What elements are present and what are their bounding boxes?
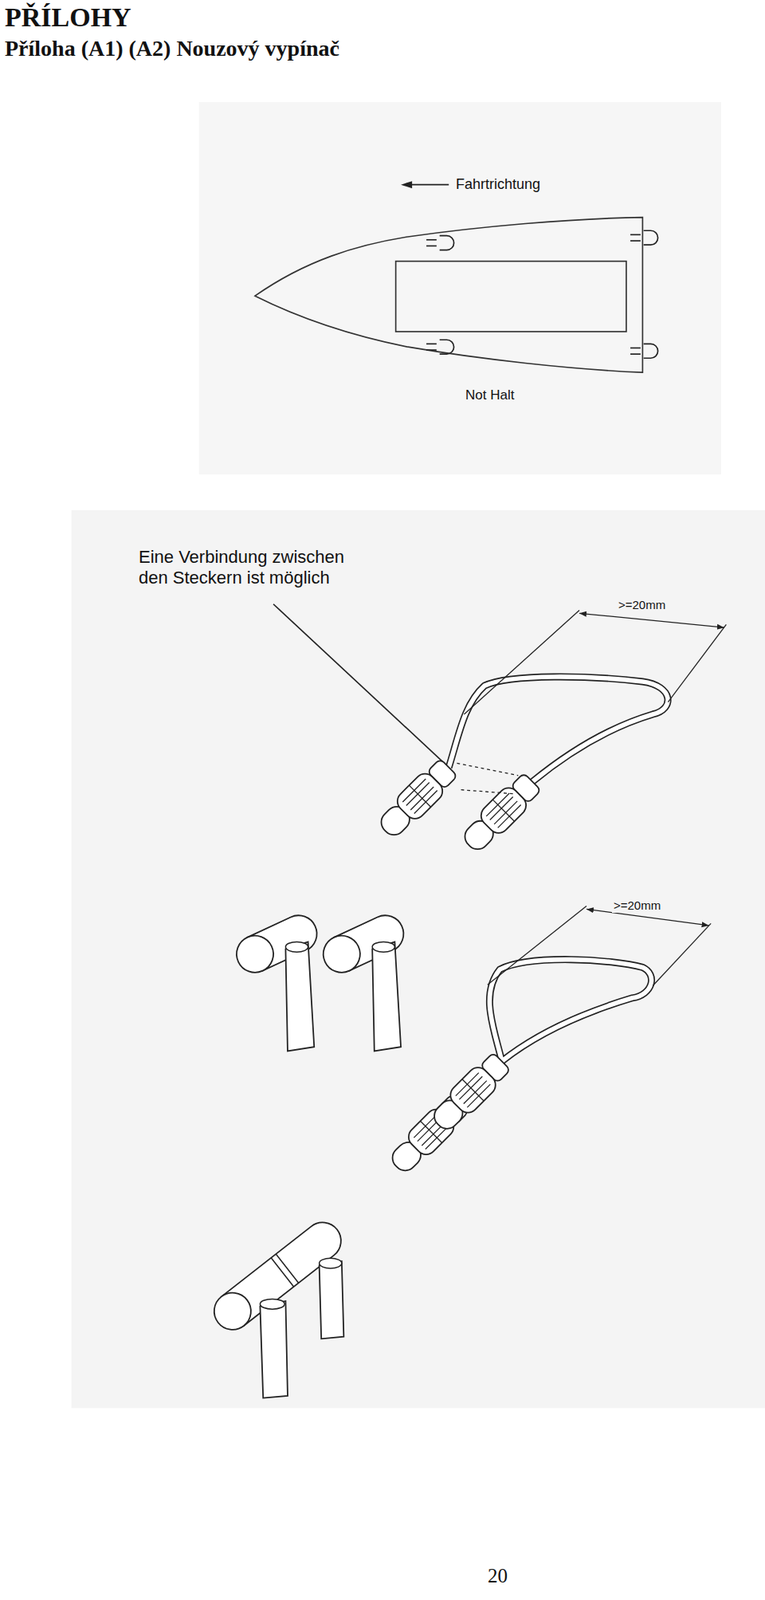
dimension-label: >=20mm [616,597,667,612]
dimension-label: >=20mm [612,898,663,913]
plug-sketch [71,510,765,1408]
page-heading: PŘÍLOHY [4,1,132,35]
appendix-heading: Příloha (A1) (A2) Nouzový vypínač [4,35,340,63]
boat-sketch [199,102,722,475]
page-number: 20 [487,1563,508,1588]
direction-label: Fahrtrichtung [455,176,541,194]
part-label: Not Halt [465,387,514,404]
callout-note: Eine Verbindung zwischen den Steckern is… [138,546,361,589]
